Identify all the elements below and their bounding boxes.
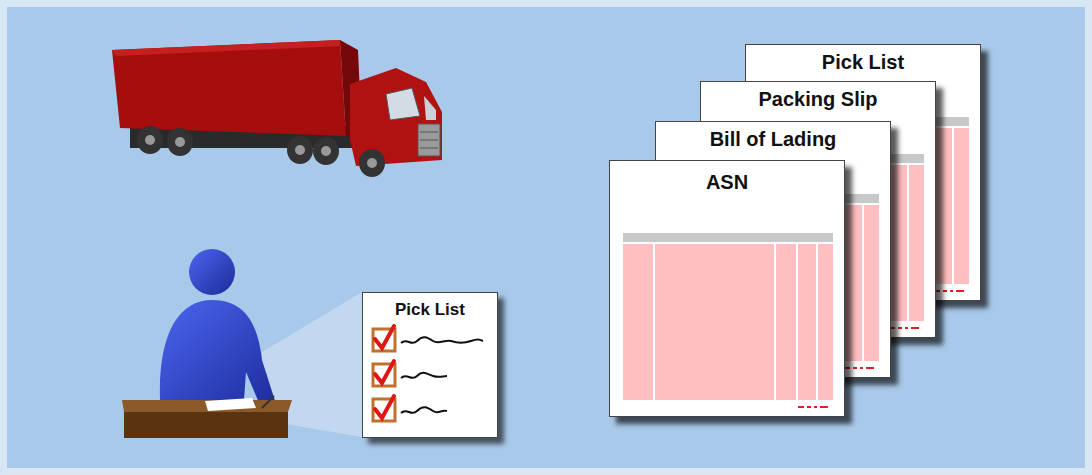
document-title: Packing Slip <box>701 82 935 111</box>
document-title: Bill of Lading <box>656 122 890 151</box>
document-sheet: ASN <box>609 160 845 417</box>
desk-illustration <box>122 396 292 438</box>
document-table <box>610 161 846 418</box>
truck-illustration <box>112 40 442 177</box>
pick-list-card: Pick List <box>362 292 498 438</box>
document-title: Pick List <box>746 45 980 74</box>
document-title: Pick List <box>363 293 497 320</box>
background-panel <box>7 7 1085 468</box>
person-illustration <box>160 249 276 410</box>
document-title: ASN <box>610 161 844 194</box>
